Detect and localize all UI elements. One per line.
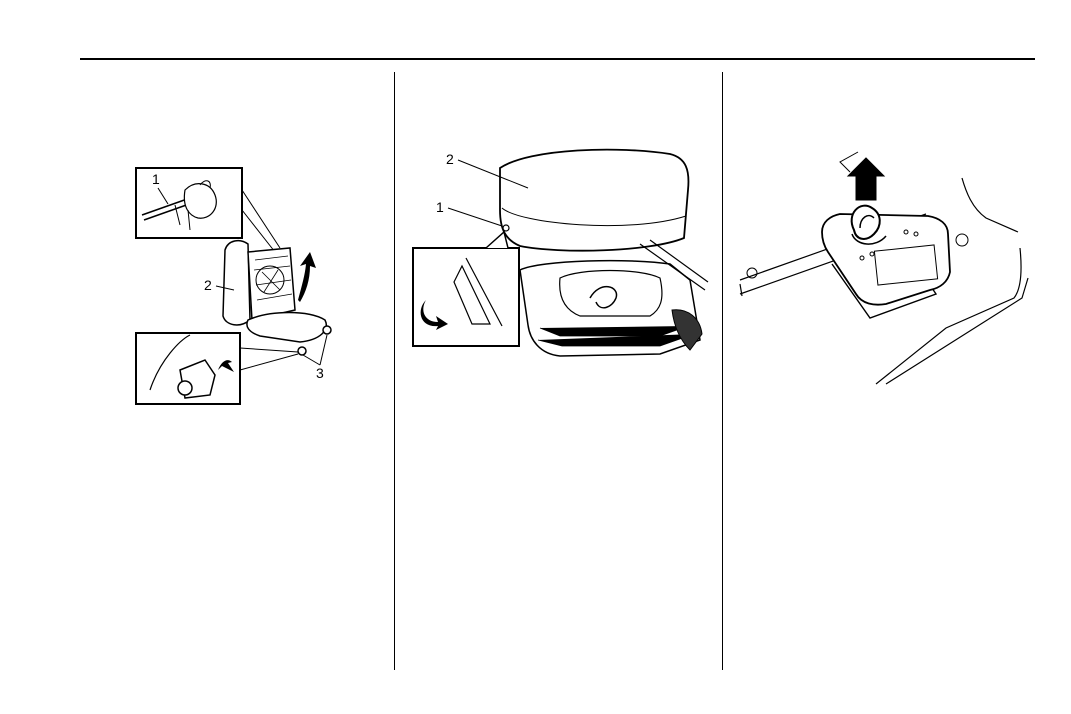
column-divider-right	[722, 72, 723, 670]
illustration-floor-cover-removal	[736, 148, 1036, 388]
arrow-up-icon	[840, 152, 884, 200]
callout-3: 3	[316, 365, 324, 381]
illustration-seat-cushion: 2 1	[410, 140, 710, 370]
header-rule	[80, 58, 1035, 60]
illustration-seat-back-removal: 1 2 3	[130, 160, 350, 410]
column-divider-left	[394, 72, 395, 670]
callout-1: 1	[436, 199, 444, 215]
callout-1: 1	[152, 171, 160, 187]
callout-2: 2	[446, 151, 454, 167]
callout-2: 2	[204, 277, 212, 293]
